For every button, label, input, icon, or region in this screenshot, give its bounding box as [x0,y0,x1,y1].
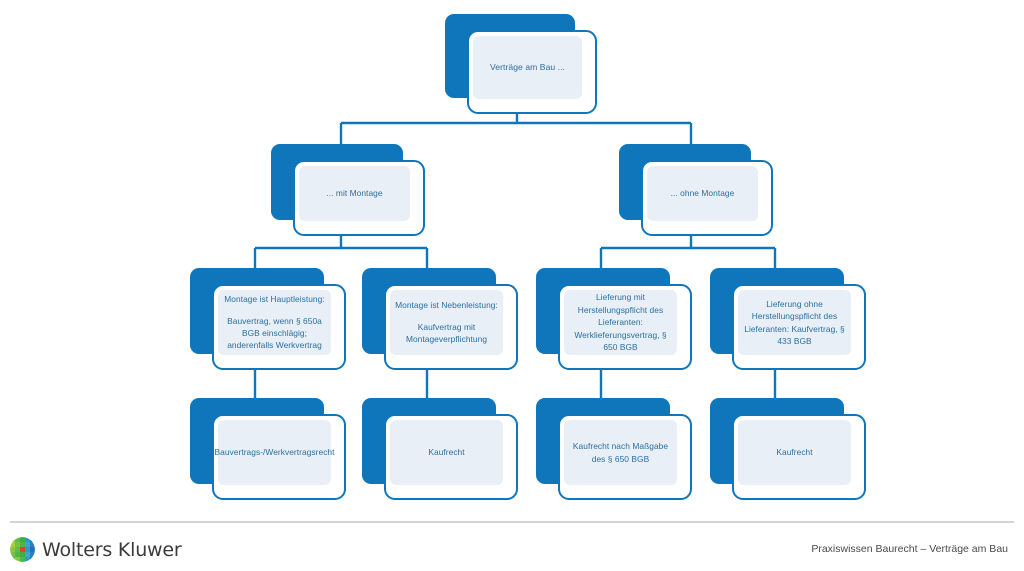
node-montage-hauptleistung[interactable]: Montage ist Hauptleistung: Bauvertrag, w… [190,268,368,374]
node-ohne-montage[interactable]: ... ohne Montage [619,144,795,240]
node-card: Lieferung mit Herstellungspflicht des Li… [558,284,692,370]
node-label: Lieferung ohne Herstellungspflicht des L… [744,298,845,346]
node-lieferung-ohne-herstellungspflicht[interactable]: Lieferung ohne Herstellungspflicht des L… [710,268,888,374]
node-mit-montage[interactable]: ... mit Montage [271,144,447,240]
footer: Wolters Kluwer Praxiswissen Baurecht – V… [0,527,1024,571]
node-panel: ... mit Montage [299,166,410,221]
footer-divider [10,521,1014,523]
node-panel: Bauvertrags-/Werkvertragsrecht [214,420,334,485]
node-label: Montage ist Nebenleistung: Kaufvertrag m… [395,300,498,345]
node-card: ... ohne Montage [641,160,773,236]
node-card: Montage ist Nebenleistung: Kaufvertrag m… [384,284,518,370]
node-kaufrecht-1[interactable]: Kaufrecht [362,398,540,504]
node-panel: Kaufrecht [390,420,503,485]
node-panel: Lieferung ohne Herstellungspflicht des L… [738,290,851,355]
wolters-kluwer-logo-icon [10,537,35,562]
node-panel: Kaufrecht nach Maßgabe des § 650 BGB [564,420,677,485]
node-bauvertragsrecht[interactable]: Bauvertrags-/Werkvertragsrecht [190,398,368,504]
node-card: Lieferung ohne Herstellungspflicht des L… [732,284,866,370]
footer-note: Praxiswissen Baurecht – Verträge am Bau [811,543,1008,555]
node-panel: Montage ist Hauptleistung: Bauvertrag, w… [218,290,331,355]
node-label: ... mit Montage [326,188,383,199]
node-label: ... ohne Montage [670,188,735,199]
node-card: ... mit Montage [293,160,425,236]
node-card: Verträge am Bau ... [467,30,597,114]
node-card: Kaufrecht nach Maßgabe des § 650 BGB [558,414,692,500]
brand-lockup: Wolters Kluwer [10,537,182,562]
node-card: Kaufrecht [384,414,518,500]
brand-name: Wolters Kluwer [42,538,182,561]
node-lieferung-mit-herstellungspflicht[interactable]: Lieferung mit Herstellungspflicht des Li… [536,268,714,374]
node-root[interactable]: Verträge am Bau ... [445,14,619,118]
node-label: Kaufrecht [776,447,813,458]
node-label: Verträge am Bau ... [490,62,565,73]
node-label: Kaufrecht [428,447,465,458]
node-card: Montage ist Hauptleistung: Bauvertrag, w… [212,284,346,370]
node-label: Kaufrecht nach Maßgabe des § 650 BGB [572,441,669,464]
node-panel: Kaufrecht [738,420,851,485]
node-kaufrecht-2[interactable]: Kaufrecht [710,398,888,504]
node-montage-nebenleistung[interactable]: Montage ist Nebenleistung: Kaufvertrag m… [362,268,540,374]
node-kaufrecht-massgabe[interactable]: Kaufrecht nach Maßgabe des § 650 BGB [536,398,714,504]
node-card: Kaufrecht [732,414,866,500]
node-label: Lieferung mit Herstellungspflicht des Li… [574,292,667,353]
node-card: Bauvertrags-/Werkvertragsrecht [212,414,346,500]
node-panel: Verträge am Bau ... [473,36,582,99]
node-label: Montage ist Hauptleistung: Bauvertrag, w… [224,294,325,351]
node-panel: Montage ist Nebenleistung: Kaufvertrag m… [390,290,503,355]
node-panel: ... ohne Montage [647,166,758,221]
node-label: Bauvertrags-/Werkvertragsrecht [214,447,335,458]
node-panel: Lieferung mit Herstellungspflicht des Li… [564,290,677,355]
